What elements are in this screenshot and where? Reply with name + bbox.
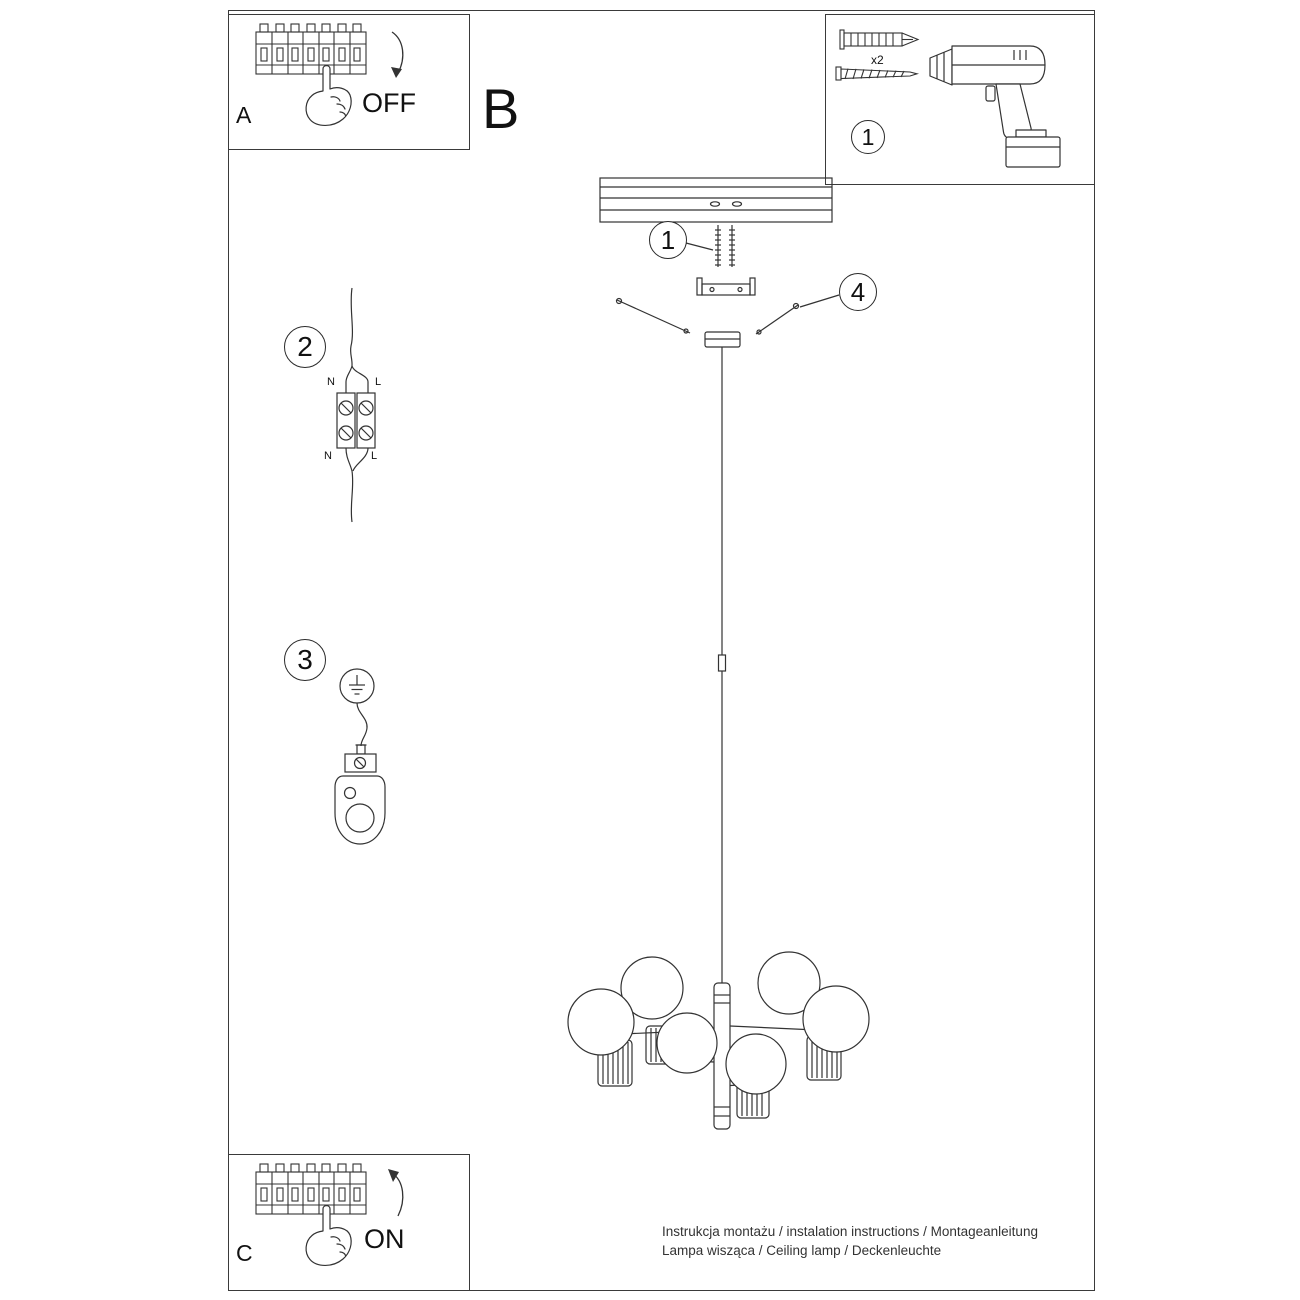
wall-plug-icon bbox=[839, 29, 920, 50]
wiring-terminal-illustration bbox=[336, 287, 376, 523]
step-4-badge: 4 bbox=[839, 273, 877, 311]
screw-count-label: x2 bbox=[871, 53, 884, 67]
wire-l-top-label: L bbox=[375, 376, 382, 388]
terminal-screw-icon bbox=[338, 425, 354, 441]
ground-symbol-icon bbox=[339, 668, 375, 704]
glass-globe-icon bbox=[802, 985, 870, 1053]
step-1-tools-badge: 1 bbox=[851, 120, 885, 154]
panel-a-label: A bbox=[236, 102, 252, 128]
panel-a-illustration bbox=[255, 23, 404, 127]
mounting-bracket-illustration bbox=[696, 277, 756, 296]
glass-globe-icon bbox=[567, 988, 635, 1056]
power-on-label: ON bbox=[364, 1224, 405, 1254]
wire-connector bbox=[717, 654, 727, 672]
glass-globe-icon bbox=[620, 956, 684, 1020]
terminal-screw-icon bbox=[358, 400, 374, 416]
arrow-up-icon bbox=[388, 1169, 404, 1217]
ground-wire-illustration bbox=[334, 668, 386, 845]
outer-frame bbox=[228, 10, 1095, 1291]
hand-icon bbox=[305, 1205, 352, 1267]
step-1-pointer-line bbox=[685, 242, 714, 251]
canopy-illustration bbox=[704, 331, 741, 348]
wire-n-top-label: N bbox=[327, 376, 335, 388]
canopy-screws-illustration bbox=[615, 297, 800, 335]
panel-c-illustration bbox=[255, 1163, 404, 1267]
breaker-panel-icon bbox=[255, 23, 367, 75]
panel-c-label: C bbox=[236, 1240, 253, 1266]
lamp-holder-illustration bbox=[334, 775, 386, 845]
drill-icon bbox=[929, 45, 1061, 168]
footer-line-2: Lampa wisząca / Ceiling lamp / Deckenleu… bbox=[662, 1243, 942, 1258]
step-4-pointer-line bbox=[799, 294, 840, 308]
step-3-badge: 3 bbox=[284, 639, 326, 681]
glass-globe-icon bbox=[757, 951, 821, 1015]
glass-globe-icon bbox=[656, 1012, 718, 1074]
chandelier-illustration bbox=[567, 951, 870, 1130]
screw-icon bbox=[835, 66, 920, 81]
mounting-screws-illustration bbox=[715, 225, 735, 267]
terminal-screw-icon bbox=[358, 425, 374, 441]
hand-icon bbox=[305, 65, 352, 127]
panel-c bbox=[228, 1154, 470, 1291]
breaker-panel-icon bbox=[255, 1163, 367, 1215]
main-installation-diagram bbox=[567, 177, 870, 1130]
step-2-badge: 2 bbox=[284, 326, 326, 368]
wire-l-bottom-label: L bbox=[371, 450, 378, 462]
wire-n-bottom-label: N bbox=[324, 450, 332, 462]
section-b-label: B bbox=[482, 77, 520, 140]
power-off-label: OFF bbox=[362, 88, 416, 118]
terminal-block bbox=[356, 392, 376, 449]
tools-illustration bbox=[835, 29, 1061, 168]
glass-globe-icon bbox=[725, 1033, 787, 1095]
ceiling-bracket-illustration bbox=[599, 177, 833, 223]
terminal-screw-icon bbox=[338, 400, 354, 416]
arrow-down-icon bbox=[391, 31, 404, 78]
panel-a bbox=[228, 14, 470, 150]
step-1-main-badge: 1 bbox=[649, 221, 687, 259]
footer-line-1: Instrukcja montażu / instalation instruc… bbox=[662, 1224, 1038, 1239]
footer: Instrukcja montażu / instalation instruc… bbox=[662, 1222, 1038, 1260]
